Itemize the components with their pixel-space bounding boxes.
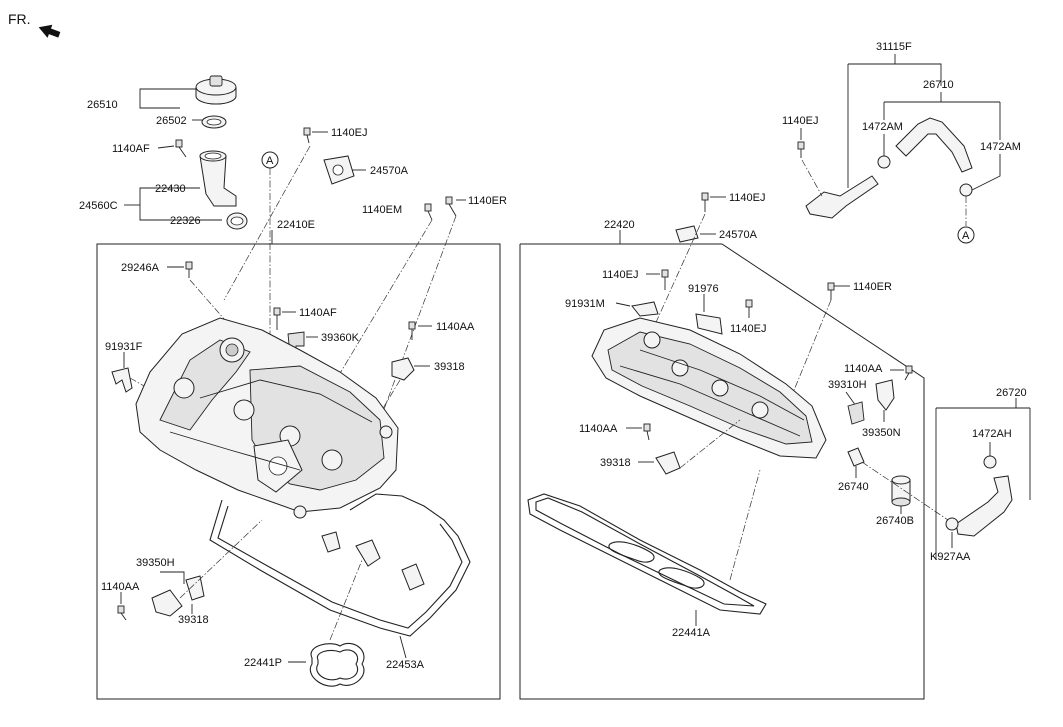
label-1472AH: 1472AH [972, 428, 1012, 440]
hose-clamp-icon [959, 183, 973, 197]
label-39318-a: 39318 [434, 361, 465, 373]
label-39318-b: 39318 [178, 614, 209, 626]
label-1140EJ-d: 1140EJ [730, 323, 767, 335]
label-39318-c: 39318 [600, 457, 631, 469]
label-29246A: 29246A [121, 262, 160, 274]
pcv-valve-cover [323, 155, 355, 185]
label-1140AA-a: 1140AA [436, 321, 475, 333]
label-a-right: A [962, 230, 970, 242]
label-39350N: 39350N [862, 427, 901, 439]
label-91976: 91976 [688, 283, 719, 295]
label-39360K: 39360K [321, 332, 360, 344]
oil-filler-neck [199, 150, 237, 207]
label-24570A-a: 24570A [370, 165, 409, 177]
hose-clamp-icon [945, 517, 959, 531]
pcv-valve-cover-b [675, 225, 699, 243]
bolt-icon [745, 299, 753, 318]
wiring-bracket-91931F [111, 367, 133, 393]
front-arrow-icon [38, 24, 61, 38]
oil-pressure-valve-39350H [151, 589, 183, 617]
label-24570A-b: 24570A [719, 229, 758, 241]
bolt-icon [117, 605, 127, 621]
label-26740B: 26740B [876, 515, 914, 527]
label-1140ER-b: 1140ER [853, 281, 892, 293]
label-1140EJ-c: 1140EJ [602, 269, 639, 281]
spark-plug-gasket-22441P [309, 642, 365, 687]
wiring-bracket-91931M [631, 301, 659, 317]
label-91931F: 91931F [105, 341, 143, 353]
label-1140AA-b: 1140AA [101, 581, 140, 593]
label-1472AM-b: 1472AM [980, 141, 1021, 153]
label-22441A: 22441A [672, 627, 711, 639]
hose-clamp-icon [877, 155, 891, 169]
label-22430: 22430 [155, 183, 186, 195]
bolt-icon [273, 307, 281, 330]
label-24560C: 24560C [79, 200, 118, 212]
bolt-icon [701, 192, 709, 212]
label-22326: 22326 [170, 215, 201, 227]
label-26740: 26740 [838, 481, 869, 493]
bolt-icon [797, 141, 805, 158]
breather-pipe-31115F [805, 175, 879, 219]
label-K927AA: K927AA [930, 551, 971, 563]
label-22441P: 22441P [244, 657, 282, 669]
pcv-valve-26740 [847, 447, 865, 467]
camshaft-sensor-39318-c [655, 451, 681, 475]
oil-control-valve-39350N [875, 379, 895, 411]
label-1140EJ-b: 1140EJ [729, 192, 766, 204]
label-22410E: 22410E [277, 219, 315, 231]
bolt-icon [904, 365, 913, 381]
label-1140AF-a: 1140AF [112, 143, 150, 155]
breather-hose-26710 [895, 117, 973, 173]
head-cover-gasket-22441A [527, 493, 767, 615]
bolt-icon [827, 282, 835, 300]
label-1140AA-d: 1140AA [844, 363, 883, 375]
label-1140ER-a: 1140ER [468, 195, 507, 207]
label-26710: 26710 [923, 79, 954, 91]
label-22453A: 22453A [386, 659, 425, 671]
bolt-icon [303, 127, 311, 144]
bolt-icon [643, 423, 651, 441]
label-1140EM: 1140EM [362, 204, 402, 216]
right-assembly-frame [519, 243, 925, 700]
bolt-icon [185, 261, 193, 278]
oil-filler-cap [195, 75, 237, 105]
bolt-icon [661, 269, 669, 290]
label-91931M: 91931M [565, 298, 605, 310]
cylinder-head-cover-left [135, 317, 399, 519]
label-31115F: 31115F [876, 41, 912, 53]
camshaft-sensor-39318-a [391, 357, 415, 381]
pcv-hose-26720 [955, 475, 1013, 537]
label-1140EJ-a: 1140EJ [331, 127, 368, 139]
label-1472AM-a: 1472AM [862, 121, 903, 133]
pcv-grommet-26740B [891, 475, 911, 507]
label-26720: 26720 [996, 387, 1027, 399]
label-1140AF-b: 1140AF [299, 307, 337, 319]
label-a-left: A [266, 155, 274, 167]
camshaft-sensor-39318-b [185, 575, 205, 601]
label-26502: 26502 [156, 115, 187, 127]
label-22420: 22420 [604, 219, 635, 231]
reference-marker-a-right [957, 226, 975, 244]
head-cover-gasket-22453A [209, 493, 471, 637]
label-39310H: 39310H [828, 379, 867, 391]
label-1140EJ-e: 1140EJ [782, 115, 819, 127]
ocv-solenoid-39310H [847, 401, 865, 425]
cylinder-head-cover-right [591, 317, 827, 459]
label-1140AA-c: 1140AA [579, 423, 618, 435]
label-39350H: 39350H [136, 557, 175, 569]
hose-clamp-icon [983, 455, 997, 469]
direction-label: FR. [8, 11, 31, 27]
wiring-bracket-91976 [695, 313, 723, 335]
left-assembly-frame [96, 243, 501, 700]
bolt-icon [424, 203, 433, 221]
label-26510: 26510 [87, 99, 118, 111]
bolt-icon [175, 139, 187, 158]
bolt-icon [408, 321, 416, 340]
bolt-icon [445, 196, 457, 217]
